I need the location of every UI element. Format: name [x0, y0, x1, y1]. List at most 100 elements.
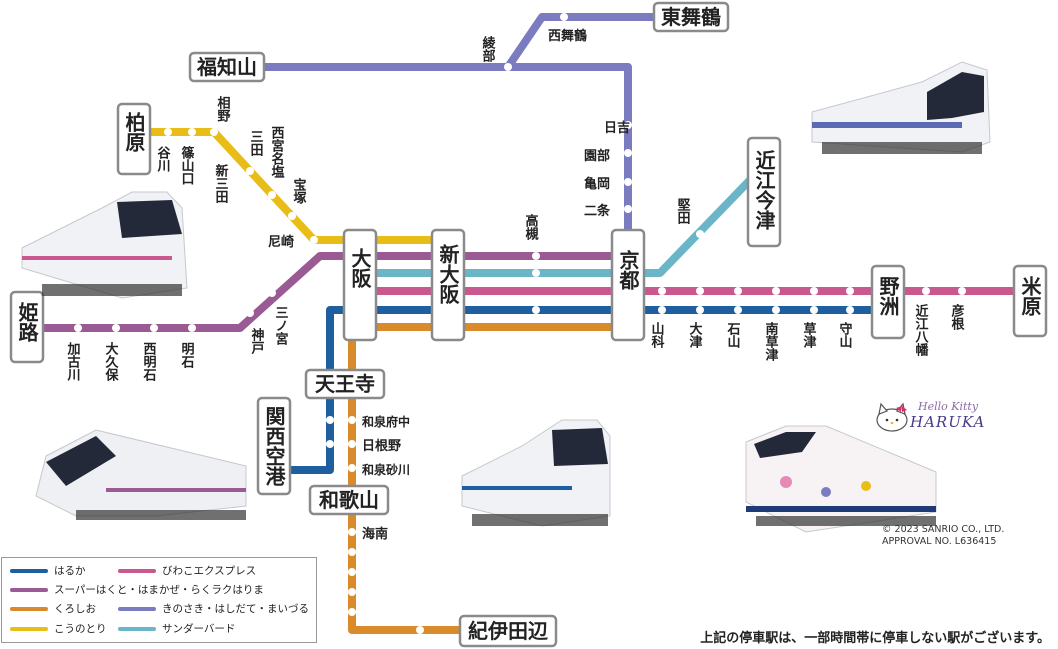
- station-kameoka: 亀岡: [584, 176, 610, 192]
- station-hiyoshi: 日吉: [604, 121, 630, 136]
- legend-item-haruka: はるか: [10, 564, 86, 578]
- station-box-higashi-maizuru: 東舞鶴: [652, 1, 730, 33]
- station-yamashina: 山科: [649, 321, 665, 349]
- kinosaki-line: [258, 63, 632, 235]
- station-moriyama: 守山: [837, 321, 853, 349]
- train-illustration-haruka: [461, 419, 611, 527]
- train-illustration-hello-kitty-haruka: [745, 425, 937, 533]
- station-box-omi-imazu: 近江今津: [746, 136, 782, 248]
- station-hikone: 彦根: [949, 303, 965, 331]
- svg-text:天王寺: 天王寺: [315, 372, 375, 396]
- logo-haruka-text: HARUKA: [910, 413, 986, 431]
- svg-text:京都: 京都: [616, 249, 640, 291]
- logo-script-text: Hello Kitty: [918, 400, 979, 413]
- konotori-line: [150, 128, 450, 244]
- legend-item-kuroshio: くろしお: [10, 602, 96, 616]
- footnote: 上記の停車駅は、一部時間帯に停車しない駅がございます。: [700, 631, 1050, 646]
- svg-text:姫路: 姫路: [15, 301, 39, 343]
- station-kusatsu: 草津: [801, 321, 817, 349]
- haruka-line: [280, 306, 876, 474]
- station-izumisunagawa: 和泉砂川: [361, 462, 410, 477]
- station-box-yasu: 野洲: [870, 264, 906, 340]
- station-shin-sanda: 新三田: [213, 163, 229, 204]
- station-takarazuka: 宝塚: [291, 177, 307, 205]
- train-illustration-super-hakuto: [35, 429, 247, 520]
- legend-label-super-hakuto: スーパーはくと・はまかぜ・らくラクはりま: [54, 584, 264, 596]
- legend-swatch-biwako: [118, 569, 156, 573]
- station-sasayamaguchi: 篠山口: [179, 145, 195, 185]
- legend-swatch-kuroshio: [10, 607, 48, 611]
- station-kainan: 海南: [362, 526, 388, 542]
- station-box-wakayama: 和歌山: [308, 484, 390, 516]
- station-box-tennoji: 天王寺: [304, 368, 386, 400]
- legend-item-thunderbird: サンダーバード: [118, 622, 235, 636]
- legend-label-biwako: びわこエクスプレス: [162, 565, 257, 577]
- legend-label-kinosaki: きのさき・はしだて・まいづる: [162, 603, 309, 615]
- legend-swatch-konotori: [10, 627, 48, 631]
- station-nishi-akashi: 西明石: [141, 342, 158, 382]
- minor-station-labels: 綾部 西舞鶴 日吉 園部 亀岡 二条 堅田 高槻 相野 三田 西宮名塩 宝塚 尼…: [65, 28, 965, 542]
- station-box-kansai-airport: 関西空港: [256, 396, 292, 496]
- station-sannomiya: 三ノ宮: [273, 306, 289, 345]
- svg-text:和歌山: 和歌山: [319, 488, 379, 512]
- station-hineno: 日根野: [362, 438, 401, 454]
- station-box-osaka: 大阪: [342, 228, 378, 342]
- copyright-line-1: © 2023 SANRIO CO., LTD.: [882, 524, 1005, 535]
- station-sonobe: 園部: [584, 148, 610, 164]
- svg-text:新大阪: 新大阪: [436, 243, 460, 305]
- legend: はるか びわこエクスプレス スーパーはくと・はまかぜ・らくラクはりま くろしお …: [1, 557, 317, 643]
- station-otsu: 大津: [687, 321, 703, 349]
- legend-label-kuroshio: くろしお: [54, 603, 96, 615]
- station-box-fukuchiyama: 福知山: [188, 51, 266, 83]
- legend-label-konotori: こうのとり: [54, 623, 107, 635]
- station-aino: 相野: [215, 95, 231, 123]
- station-katata: 堅田: [675, 198, 691, 225]
- station-nishinomiya-najio: 西宮名塩: [269, 126, 285, 179]
- station-okubo: 大久保: [103, 341, 120, 382]
- station-box-maibara: 米原: [1012, 264, 1048, 338]
- station-kobe: 神戸: [249, 327, 265, 355]
- station-ayabe: 綾部: [480, 35, 496, 63]
- legend-swatch-super-hakuto: [10, 588, 48, 592]
- kinosaki-branch-line: [504, 13, 655, 70]
- station-kakogawa: 加古川: [65, 342, 82, 381]
- station-dots: [74, 13, 966, 634]
- hello-kitty-haruka-logo: Hello Kitty HARUKA: [874, 400, 1004, 432]
- svg-text:野洲: 野洲: [876, 276, 900, 316]
- legend-item-super-hakuto: スーパーはくと・はまかぜ・らくラクはりま: [10, 583, 264, 597]
- copyright-line-2: APPROVAL NO. L636415: [882, 536, 997, 547]
- station-omi-hachiman: 近江八幡: [913, 303, 930, 357]
- svg-text:東舞鶴: 東舞鶴: [661, 5, 721, 29]
- station-box-kii-tanabe: 紀伊田辺: [458, 614, 558, 648]
- kuroshio-line: [348, 323, 628, 634]
- svg-text:紀伊田辺: 紀伊田辺: [468, 619, 548, 643]
- station-ishiyama: 石山: [725, 322, 742, 349]
- station-box-shin-osaka: 新大阪: [430, 228, 466, 342]
- svg-text:関西空港: 関西空港: [262, 406, 286, 486]
- legend-swatch-kinosaki: [118, 607, 156, 611]
- station-nijo: 二条: [584, 203, 611, 219]
- train-illustration-kinosaki: [811, 61, 991, 154]
- svg-text:福知山: 福知山: [196, 55, 257, 79]
- station-sanda: 三田: [248, 130, 264, 157]
- svg-text:米原: 米原: [1018, 276, 1042, 316]
- legend-swatch-haruka: [10, 569, 48, 573]
- kitty-face-icon: [876, 402, 908, 432]
- svg-text:大阪: 大阪: [348, 248, 372, 289]
- super-hakuto-line: [44, 252, 628, 332]
- station-izumifuchu: 和泉府中: [361, 414, 410, 429]
- legend-item-biwako: びわこエクスプレス: [118, 564, 256, 578]
- svg-text:近江今津: 近江今津: [752, 149, 776, 230]
- station-tanikawa: 谷川: [155, 145, 172, 172]
- legend-item-kinosaki: きのさき・はしだて・まいづる: [118, 602, 309, 616]
- train-illustration-konotori: [21, 191, 188, 299]
- legend-label-thunderbird: サンダーバード: [162, 623, 236, 635]
- svg-text:柏原: 柏原: [122, 111, 146, 152]
- station-nishi-maizuru: 西舞鶴: [548, 28, 587, 44]
- thunderbird-line: [376, 177, 753, 277]
- legend-swatch-thunderbird: [118, 627, 156, 631]
- station-box-kyoto: 京都: [610, 228, 646, 342]
- copyright: © 2023 SANRIO CO., LTD. APPROVAL NO. L63…: [882, 524, 1004, 548]
- station-box-kaibara: 柏原: [116, 102, 152, 176]
